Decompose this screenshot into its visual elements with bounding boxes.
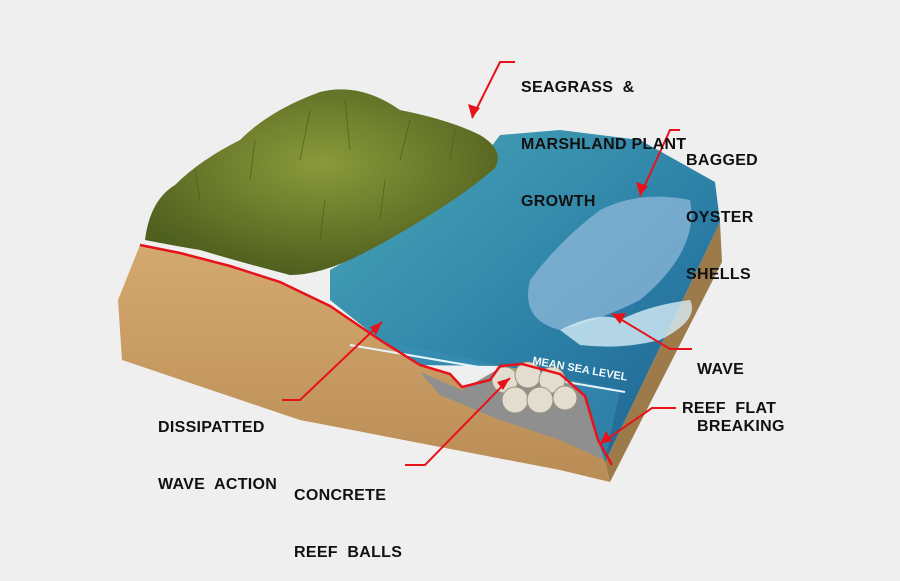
living-shoreline-diagram: MEAN SEA LEVEL — [118, 61, 722, 482]
seagrass-label-line: GROWTH — [521, 193, 596, 210]
seagrass-label-line: SEAGRASS & — [521, 79, 635, 96]
dissipated-label-line: WAVE ACTION — [158, 476, 278, 493]
dissipated-label-line: DISSIPATTED — [158, 419, 265, 436]
wave-breaking-callout — [611, 313, 692, 350]
reef-balls-callout — [405, 377, 511, 466]
dissipated-callout — [282, 321, 383, 401]
reef-flat-callout — [599, 407, 676, 445]
reef-balls-label-line: CONCRETE — [294, 487, 387, 504]
sand-cross-section — [118, 245, 610, 482]
shoreline-profile-line — [139, 243, 614, 466]
oyster-label: BAGGED OYSTER SHELLS — [686, 113, 758, 303]
wave-breaking-label-line: BREAKING — [697, 418, 785, 435]
reef-flat-label: REEF FLAT — [682, 400, 777, 417]
marsh-grass — [145, 89, 498, 275]
seagrass-label-line: MARSHLAND PLANT — [521, 136, 687, 153]
oyster-label-line: BAGGED — [686, 152, 759, 169]
oyster-label-line: OYSTER — [686, 209, 754, 226]
mean-sea-level-line — [349, 344, 626, 393]
wave-breaking-label-line: WAVE — [697, 361, 745, 378]
callout-lines — [282, 61, 692, 466]
oyster-callout — [639, 129, 680, 197]
seagrass-callout — [471, 61, 515, 119]
reef-balls-label-line: REEF BALLS — [294, 544, 403, 561]
dissipated-label: DISSIPATTED WAVE ACTION — [158, 380, 277, 513]
grass-blades — [194, 99, 456, 241]
callout-arrowheads — [370, 104, 648, 444]
seagrass-label: SEAGRASS & MARSHLAND PLANT GROWTH — [521, 40, 686, 230]
oyster-shell-bags — [528, 196, 692, 330]
oyster-label-line: SHELLS — [686, 266, 751, 283]
block-right-face — [605, 222, 722, 482]
reef-balls-label: CONCRETE REEF BALLS — [294, 448, 402, 581]
water-front — [380, 340, 620, 462]
wave-breaking-label: WAVE BREAKING — [697, 322, 785, 455]
